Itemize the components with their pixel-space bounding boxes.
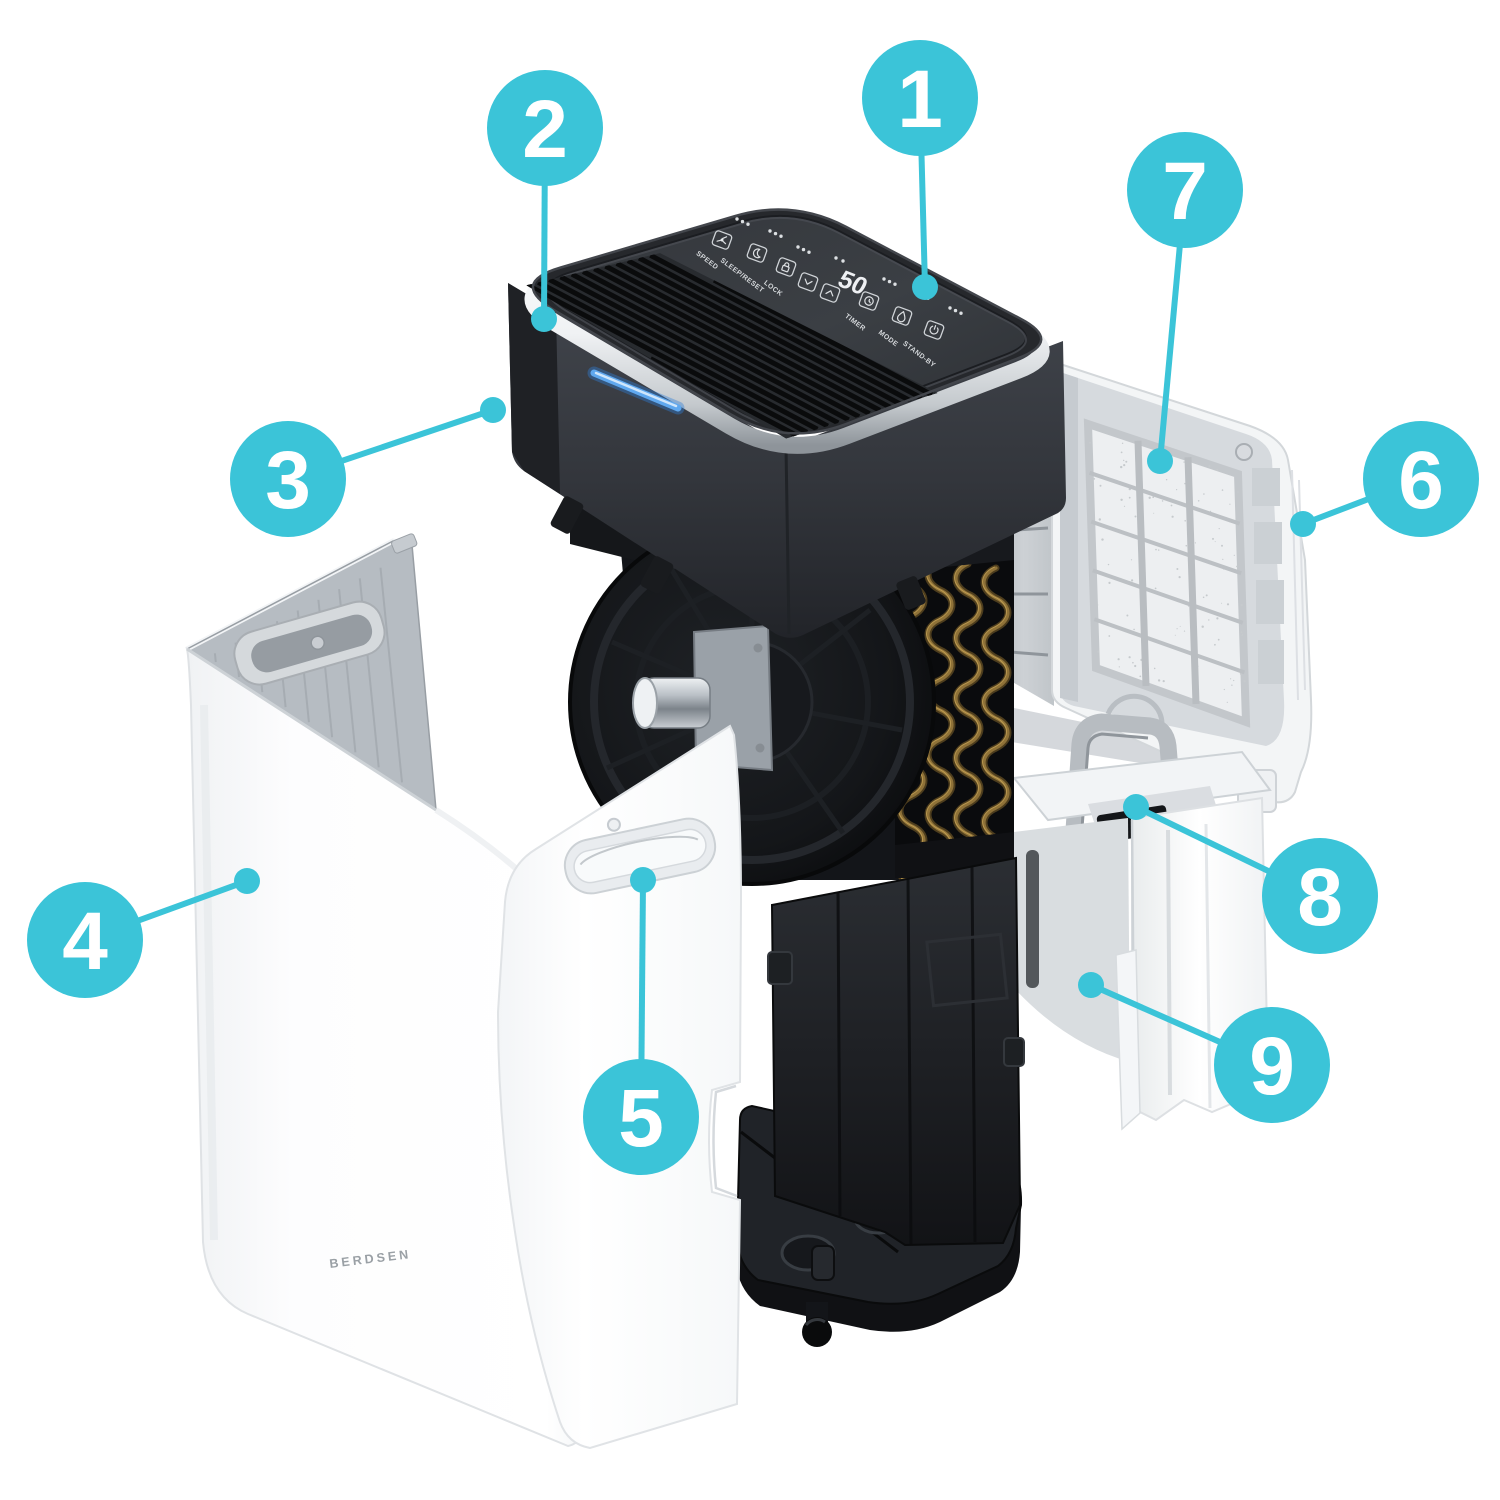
- tank-left-face: [1014, 818, 1130, 1062]
- callout-1: 1: [862, 40, 978, 300]
- callout-1-number: 1: [897, 54, 943, 145]
- caster-wheel: [802, 1317, 832, 1347]
- callout-4: 4: [27, 868, 260, 998]
- rear-panel-ribs: [1252, 468, 1284, 684]
- callout-6-circle: [1363, 421, 1479, 537]
- tank-top: [1012, 750, 1272, 822]
- callout-7-dot: [1147, 448, 1173, 474]
- callout-8-circle: [1262, 838, 1378, 954]
- callout-4-number: 4: [62, 896, 108, 987]
- callout-8: 8: [1123, 794, 1378, 954]
- filter-grid: [1134, 440, 1200, 705]
- tank-fin: [1115, 949, 1141, 1131]
- led-indicator: [587, 366, 685, 415]
- callout-1-dot: [912, 274, 938, 300]
- callout-2-dot: [531, 306, 557, 332]
- callout-4-circle: [27, 882, 143, 998]
- callout-2-number: 2: [522, 84, 568, 175]
- callout-2-circle: [487, 70, 603, 186]
- compressor: [770, 856, 1022, 1247]
- callout-9-dot: [1078, 972, 1104, 998]
- callout-3-circle: [230, 421, 346, 537]
- callout-9-number: 9: [1249, 1021, 1295, 1112]
- callout-2: 2: [487, 70, 603, 332]
- up-button: [819, 283, 841, 303]
- callout-8-number: 8: [1297, 852, 1343, 943]
- callout-6-dot: [1290, 511, 1316, 537]
- tank-handle: [1065, 713, 1185, 853]
- vent-louvers: [526, 253, 938, 439]
- rear-panel: [1051, 360, 1313, 813]
- callout-5-dot: [630, 867, 656, 893]
- callout-7-circle: [1127, 132, 1243, 248]
- callout-1-circle: [862, 40, 978, 156]
- callout-6: 6: [1290, 421, 1479, 537]
- callout-3-dot: [480, 397, 506, 423]
- callouts: 1 2 3 4 5 6 7 8: [27, 40, 1479, 1175]
- air-filter: [1083, 418, 1251, 728]
- callout-5-circle: [583, 1059, 699, 1175]
- callout-3: 3: [230, 397, 506, 537]
- callout-6-number: 6: [1398, 435, 1444, 526]
- callout-8-dot: [1123, 794, 1149, 820]
- shell-handle-pocket: [233, 600, 386, 686]
- callout-9: 9: [1078, 972, 1330, 1123]
- callout-4-dot: [234, 868, 260, 894]
- callout-3-number: 3: [265, 435, 311, 526]
- top-unit: SPEED SLEEP/RESET LOCK TIMER: [508, 208, 1066, 638]
- down-button: [797, 272, 819, 292]
- callout-5-number: 5: [618, 1073, 664, 1164]
- callout-5: 5: [583, 867, 699, 1175]
- tank-level-window: [1026, 850, 1039, 988]
- callout-7: 7: [1127, 132, 1243, 474]
- callout-9-circle: [1214, 1007, 1330, 1123]
- callout-7-number: 7: [1162, 146, 1208, 237]
